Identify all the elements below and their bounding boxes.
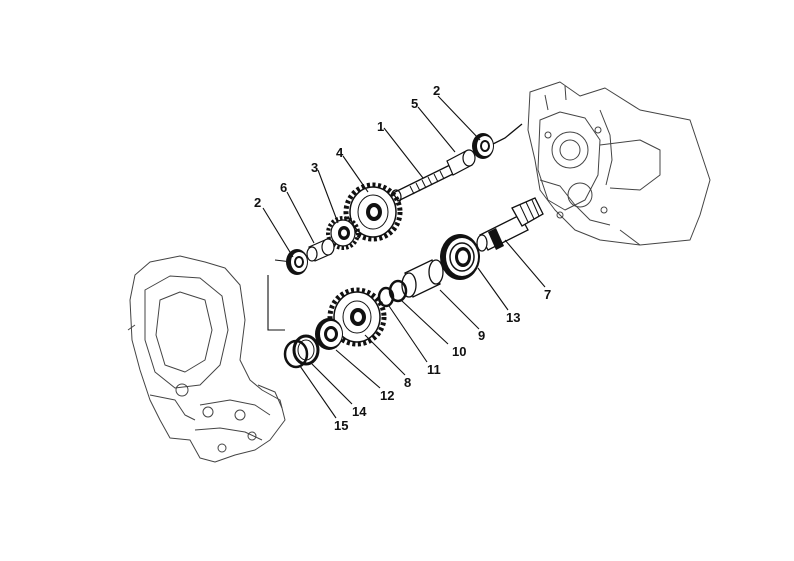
- bearing-12: [315, 318, 343, 350]
- callout-9: 9: [478, 328, 485, 343]
- callout-12: 12: [380, 388, 394, 403]
- callout-13: 13: [506, 310, 520, 325]
- callout-6: 6: [280, 180, 287, 195]
- ring-11: [377, 286, 395, 308]
- callout-8: 8: [404, 375, 411, 390]
- callout-10: 10: [452, 344, 466, 359]
- callout-3: 3: [311, 160, 318, 175]
- callout-labels: 1 2 2 3 4 5 6 7 8 9 10 11 12 13 14 15: [254, 83, 551, 433]
- ring-15: [283, 339, 309, 369]
- bearing-13: [440, 234, 480, 280]
- sleeve-9: [401, 259, 444, 298]
- lower-shaft-assembly: [283, 197, 544, 369]
- callout-1: 1: [377, 119, 384, 134]
- pinion-shaft-7: [476, 197, 544, 252]
- bearing-2-left: [286, 249, 308, 275]
- upper-shaft-assembly: [286, 133, 494, 275]
- callout-7: 7: [544, 287, 551, 302]
- gear-8: [327, 287, 387, 347]
- callout-4: 4: [336, 145, 344, 160]
- callout-leaders: [262, 95, 546, 419]
- callout-5: 5: [411, 96, 418, 111]
- left-housing: [127, 255, 286, 463]
- callout-11: 11: [427, 362, 441, 377]
- callout-2-upper: 2: [433, 83, 440, 98]
- shaft-1: [390, 162, 460, 205]
- bearing-2-upper: [472, 133, 494, 159]
- callout-15: 15: [334, 418, 348, 433]
- gear-4: [343, 182, 403, 242]
- gear-3: [326, 216, 360, 250]
- callout-14: 14: [352, 404, 367, 419]
- right-housing: [527, 81, 711, 246]
- callout-2-left: 2: [254, 195, 261, 210]
- sleeve-5: [446, 149, 476, 176]
- sleeve-6: [306, 238, 335, 262]
